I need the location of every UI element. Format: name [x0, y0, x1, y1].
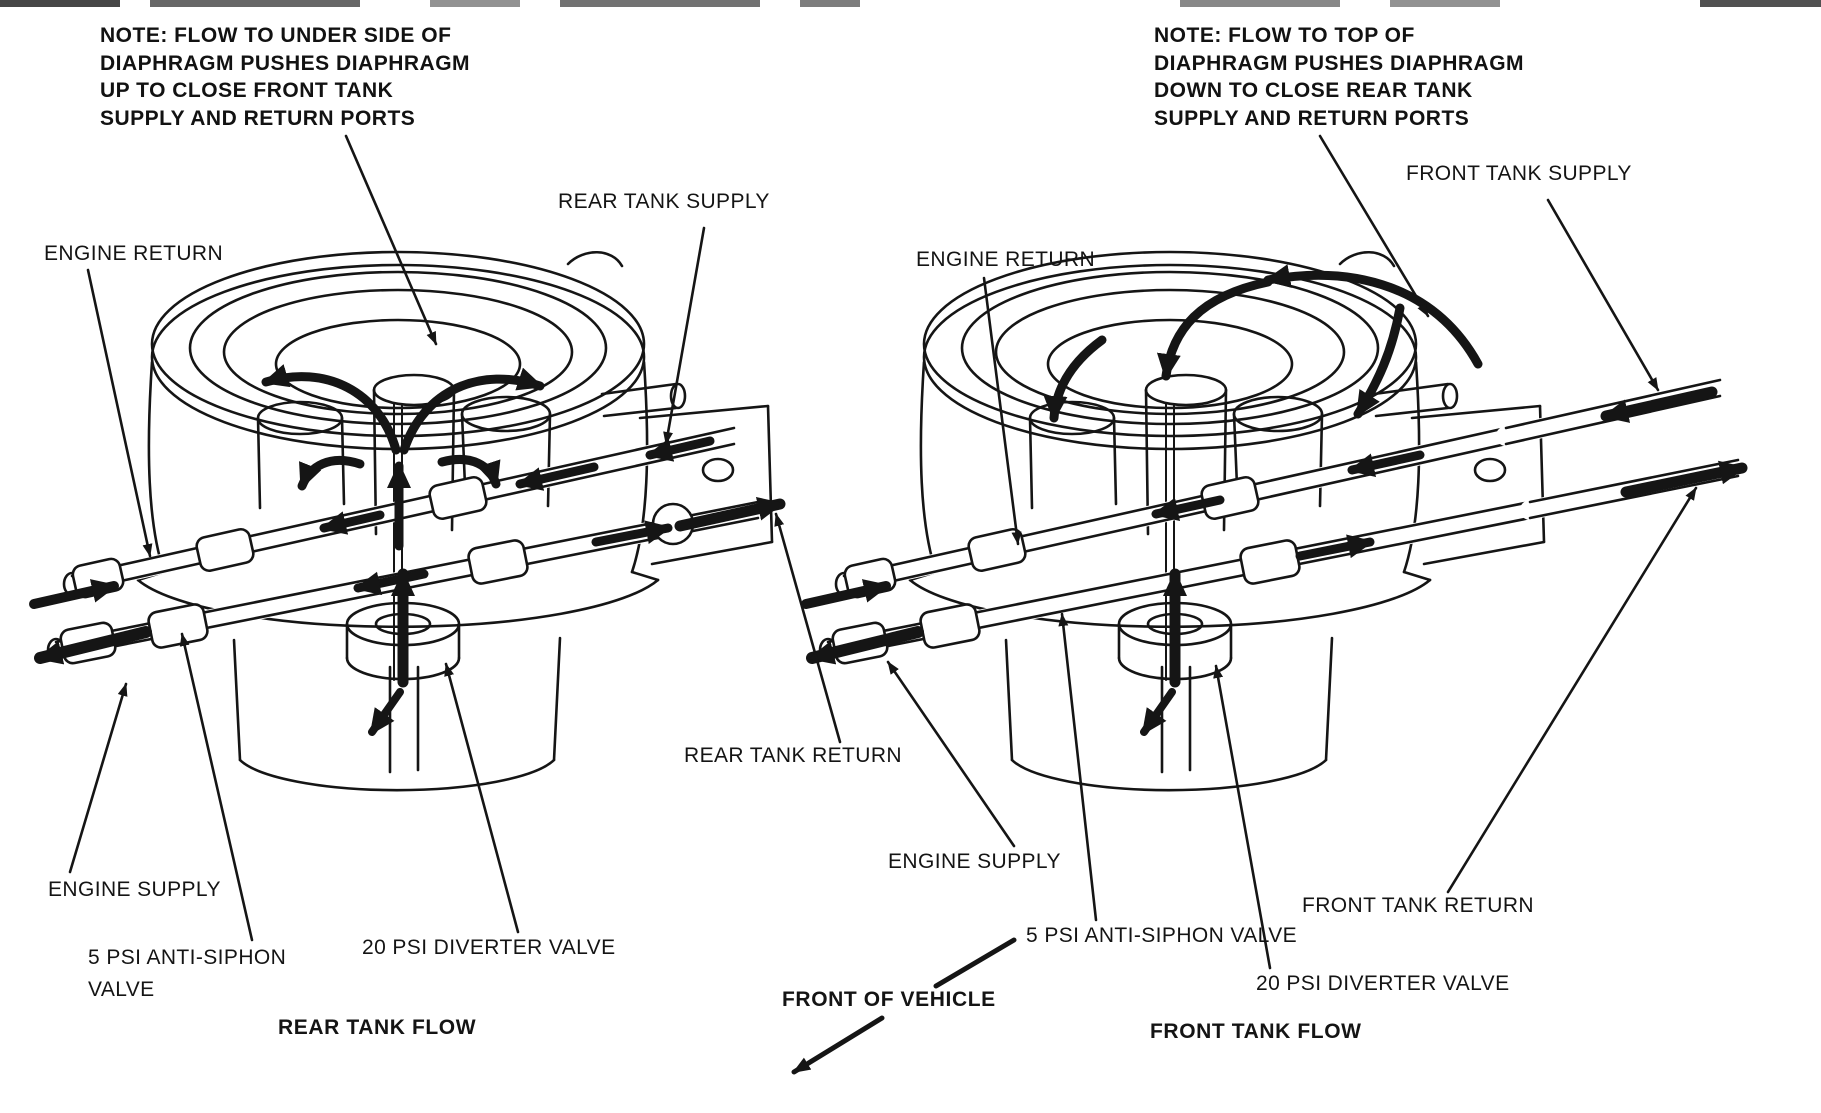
note-right: NOTE: FLOW TO TOP OF DIAPHRAGM PUSHES DI… [1154, 22, 1524, 132]
label-diverter-right: 20 PSI DIVERTER VALVE [1256, 972, 1510, 995]
label-front-of-vehicle: FRONT OF VEHICLE [782, 988, 996, 1011]
note-left-line: UP TO CLOSE FRONT TANK [100, 79, 394, 102]
note-right-line: NOTE: FLOW TO TOP OF [1154, 24, 1415, 47]
label-anti-siphon-right: 5 PSI ANTI-SIPHON VALVE [1026, 924, 1298, 947]
note-left-line: NOTE: FLOW TO UNDER SIDE OF [100, 24, 452, 47]
label-engine-return-right: ENGINE RETURN [916, 248, 1096, 271]
right-leader-lines [886, 134, 1698, 970]
label-engine-supply-left: ENGINE SUPPLY [48, 878, 221, 901]
note-right-line: DIAPHRAGM PUSHES DIAPHRAGM [1154, 51, 1525, 75]
label-anti-siphon-left-line2: VALVE [88, 978, 155, 1001]
label-anti-siphon-left-line1: 5 PSI ANTI-SIPHON [88, 946, 287, 969]
label-diverter-left: 20 PSI DIVERTER VALVE [362, 936, 616, 959]
left-valve-cutaway [29, 250, 786, 792]
front-of-vehicle-arrow [791, 937, 1017, 1075]
note-right-line: DOWN TO CLOSE REAR TANK [1154, 79, 1473, 102]
scan-artifact [1180, 0, 1340, 7]
note-left-line: DIAPHRAGM PUSHES DIAPHRAGM [100, 51, 471, 75]
scan-artifact [430, 0, 520, 7]
label-rear-tank-return: REAR TANK RETURN [684, 744, 902, 767]
label-engine-return-left: ENGINE RETURN [44, 242, 224, 265]
note-left-line: SUPPLY AND RETURN PORTS [100, 106, 416, 130]
label-front-tank-supply: FRONT TANK SUPPLY [1406, 162, 1632, 185]
left-leader-lines [68, 134, 842, 942]
scan-artifact [800, 0, 860, 7]
scan-artifact [150, 0, 360, 7]
label-front-tank-return: FRONT TANK RETURN [1302, 894, 1534, 917]
right-valve-cutaway [801, 250, 1748, 792]
note-left: NOTE: FLOW TO UNDER SIDE OF DIAPHRAGM PU… [100, 22, 470, 132]
scan-artifact [560, 0, 760, 7]
scan-artifact [1700, 0, 1821, 7]
scan-artifact [1390, 0, 1500, 7]
label-rear-tank-supply: REAR TANK SUPPLY [558, 190, 770, 213]
caption-rear-tank-flow: REAR TANK FLOW [278, 1016, 477, 1039]
caption-front-tank-flow: FRONT TANK FLOW [1150, 1020, 1362, 1043]
label-anti-siphon-left: 5 PSI ANTI-SIPHON VALVE [88, 942, 286, 1006]
label-engine-supply-right: ENGINE SUPPLY [888, 850, 1061, 873]
note-right-line: SUPPLY AND RETURN PORTS [1154, 106, 1470, 130]
scan-artifact [0, 0, 120, 7]
